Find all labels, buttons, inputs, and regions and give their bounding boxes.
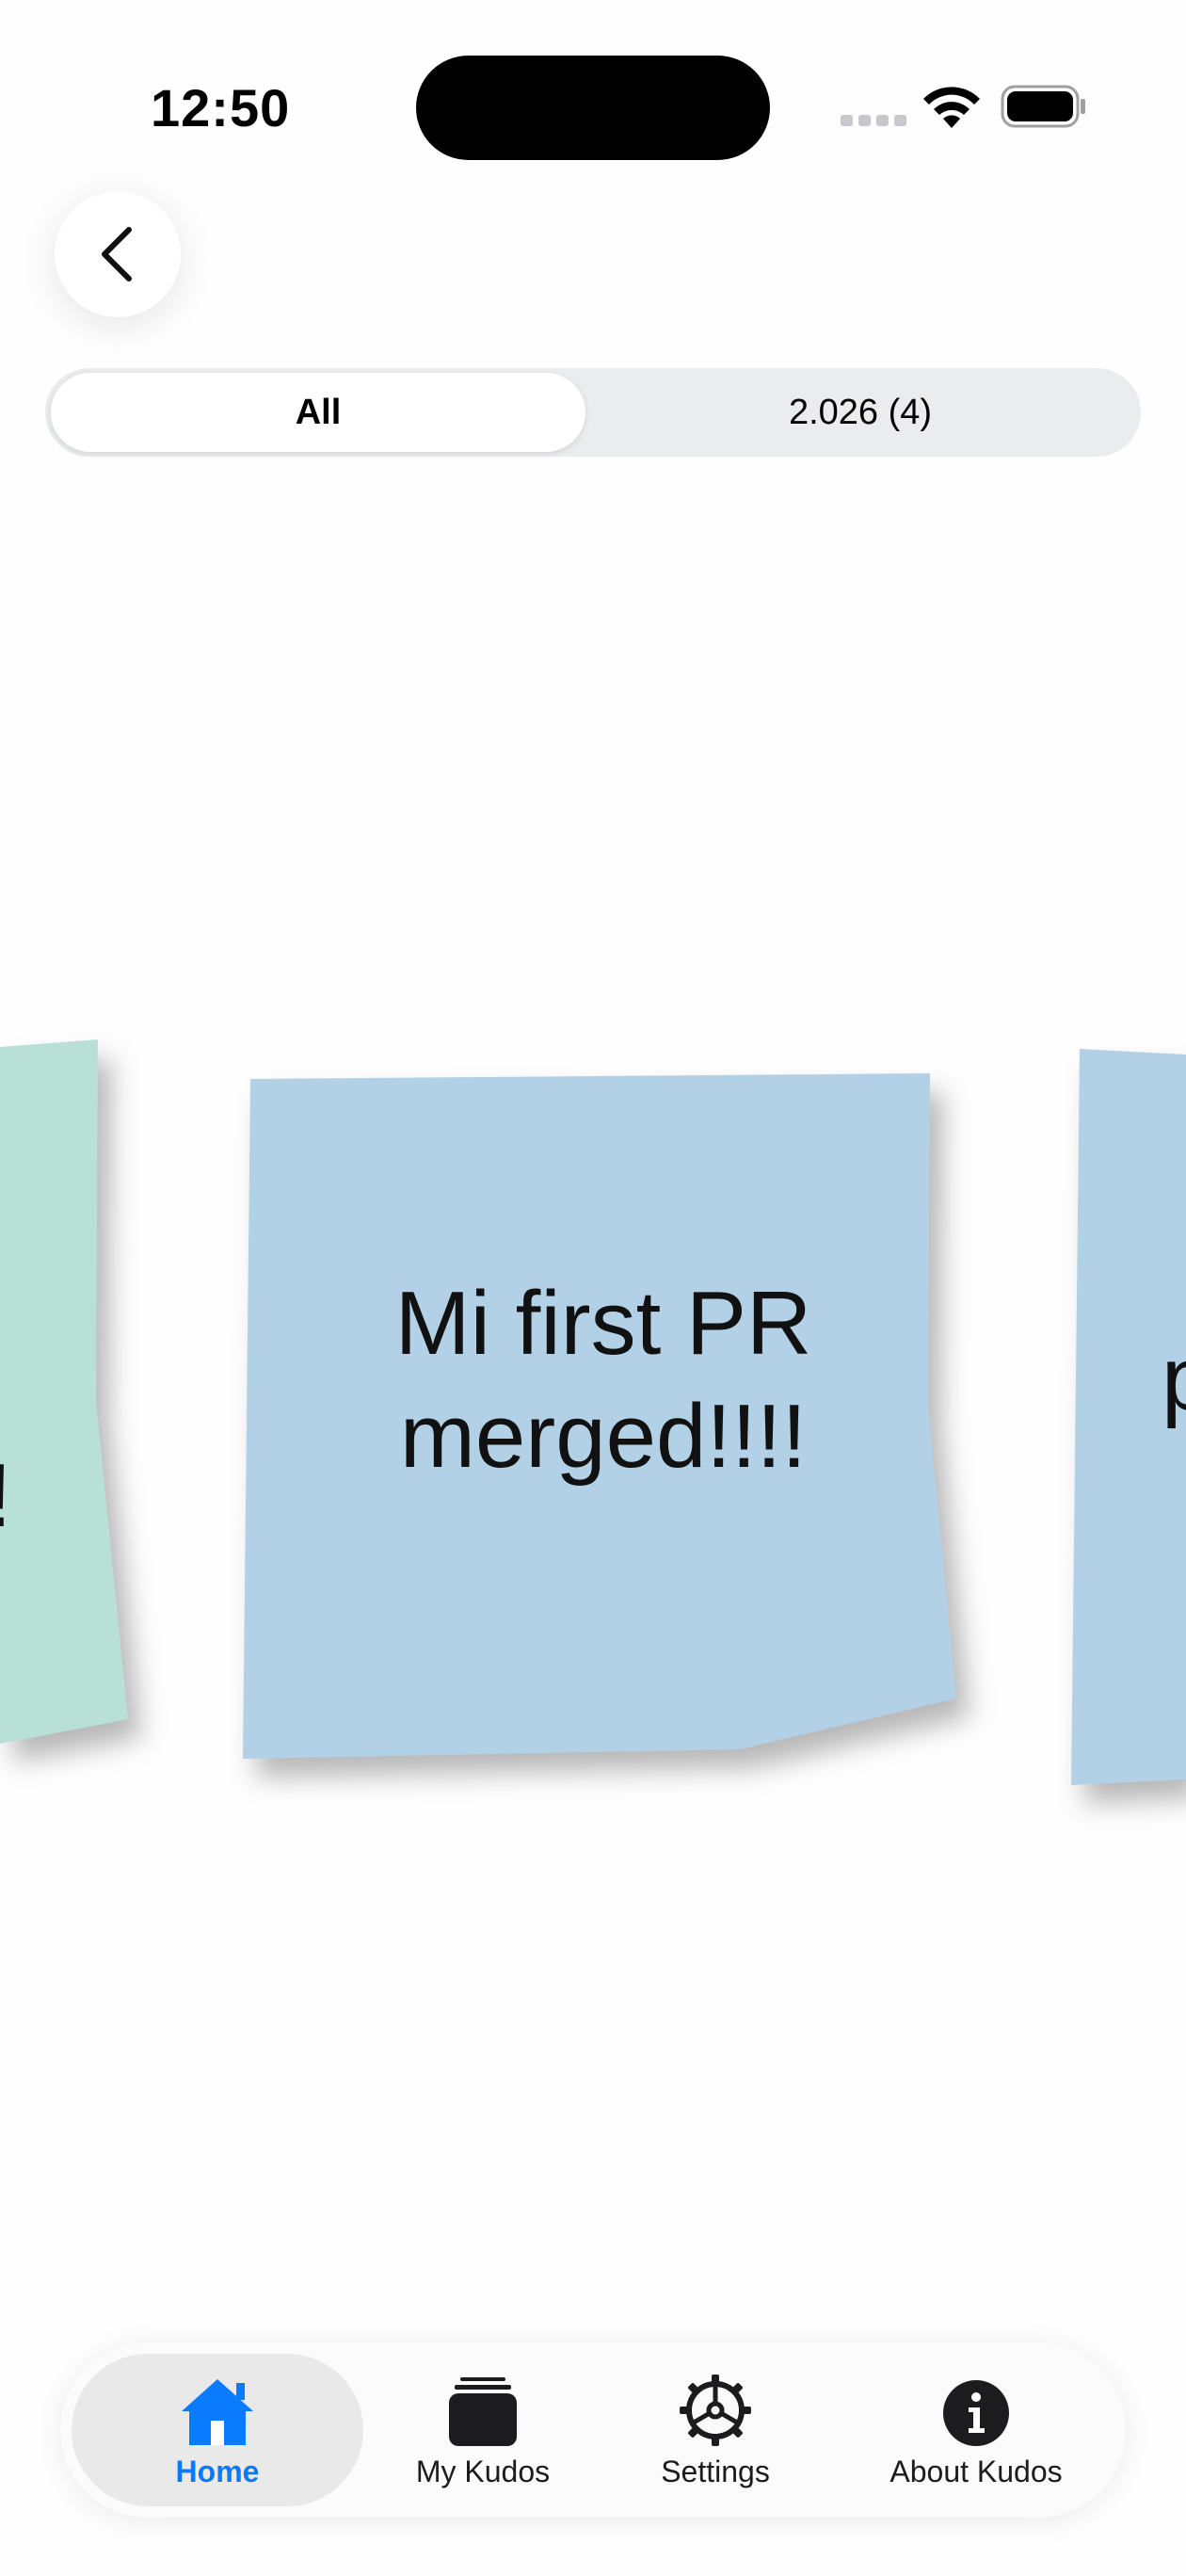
kudo-card-message-line-1: Mi first PR: [394, 1273, 812, 1374]
segment-all[interactable]: All: [51, 373, 585, 452]
kudo-card-previous-text: !: [0, 1444, 12, 1548]
kudo-card-next[interactable]: p: [1064, 1045, 1186, 1789]
segment-year[interactable]: 2.026 (4): [788, 392, 933, 432]
back-button[interactable]: [55, 191, 181, 317]
tab-settings-label: Settings: [661, 2455, 770, 2488]
kudo-card-message-line-2: merged!!!!: [399, 1386, 808, 1487]
stack-icon: [441, 2370, 525, 2447]
info-icon: [934, 2370, 1018, 2447]
tab-about-kudos[interactable]: About Kudos: [849, 2354, 1103, 2506]
year-filter-segmented-control: All 2.026 (4): [45, 368, 1141, 457]
status-time: 12:50: [151, 78, 291, 137]
tab-home[interactable]: Home: [72, 2354, 363, 2506]
kudo-card-current[interactable]: Mi first PR merged!!!!: [241, 1070, 966, 1763]
tab-home-label: Home: [175, 2455, 260, 2488]
chevron-left-icon: [102, 227, 132, 282]
tab-bar: Home My Kudos: [60, 2343, 1126, 2518]
dynamic-island: [416, 56, 770, 160]
battery-icon: [1001, 85, 1085, 128]
kudo-card-message: Mi first PR merged!!!!: [241, 1267, 966, 1493]
tab-settings[interactable]: Settings: [612, 2354, 819, 2506]
tab-about-kudos-label: About Kudos: [890, 2455, 1063, 2488]
wifi-icon: [923, 87, 980, 128]
cellular-signal-icon: [841, 115, 906, 126]
house-icon: [175, 2370, 260, 2447]
kudo-card-previous[interactable]: !: [0, 1039, 141, 1755]
tab-my-kudos[interactable]: My Kudos: [384, 2354, 582, 2506]
gear-icon: [673, 2370, 758, 2447]
kudo-card-next-text: p: [1162, 1328, 1186, 1431]
tab-my-kudos-label: My Kudos: [415, 2455, 551, 2488]
